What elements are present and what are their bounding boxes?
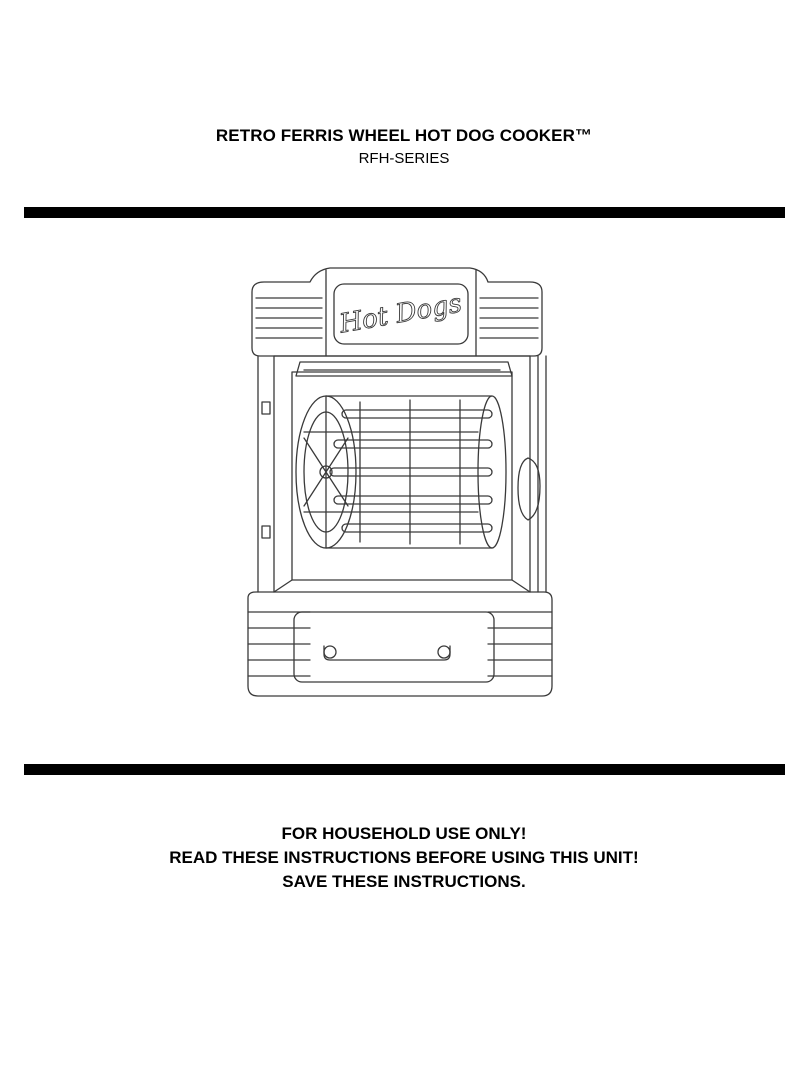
usage-notices: FOR HOUSEHOLD USE ONLY! READ THESE INSTR… [0, 822, 808, 894]
document-title: RETRO FERRIS WHEEL HOT DOG COOKER™ [215, 126, 593, 145]
hot-dog-cooker-illustration: Hot Dogs [247, 267, 553, 697]
notice-save-instructions: SAVE THESE INSTRUCTIONS. [282, 872, 526, 891]
model-series: RFH-SERIES [358, 150, 450, 167]
top-housing [251, 267, 543, 357]
hot-dogs-sign-text: Hot Dogs [336, 289, 464, 340]
notice-read-instructions: READ THESE INSTRUCTIONS BEFORE USING THI… [169, 848, 639, 867]
cabinet-frame [257, 355, 547, 593]
side-knob [517, 457, 541, 521]
notice-household-use: FOR HOUSEHOLD USE ONLY! [281, 824, 527, 843]
document-header: RETRO FERRIS WHEEL HOT DOG COOKER™ RFH-S… [0, 124, 808, 169]
base-housing [247, 591, 553, 697]
top-divider-bar [24, 207, 785, 218]
bottom-divider-bar [24, 764, 785, 775]
ferris-wheel-rotisserie [295, 395, 507, 549]
